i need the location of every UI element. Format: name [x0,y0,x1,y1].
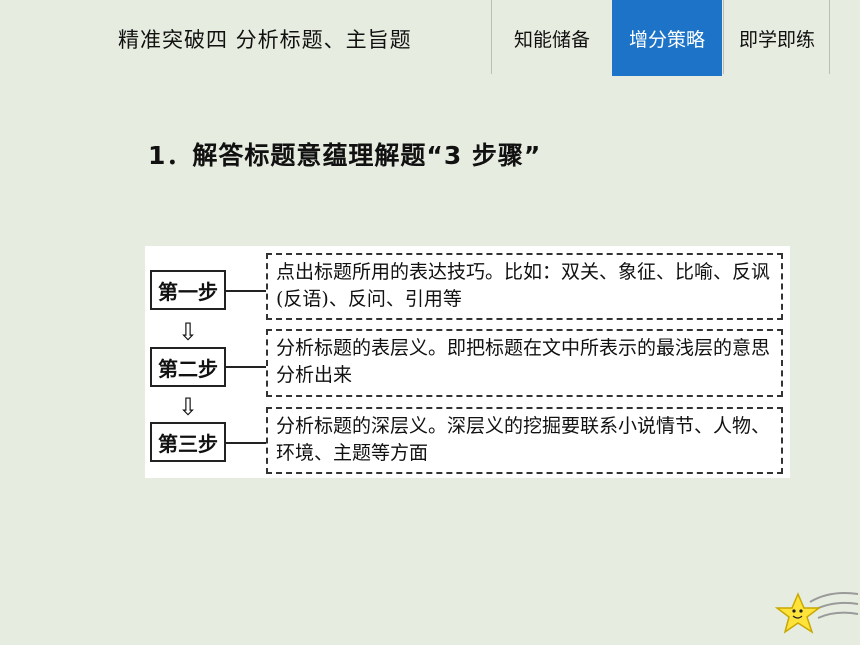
down-arrow-icon: ⇩ [177,393,199,421]
step-1-box: 第一步 [150,270,226,310]
tab-label: 知能储备 [513,28,590,51]
section-heading: 1．解答标题意蕴理解题“3 步骤” [148,141,542,170]
tab-divider [723,0,724,74]
tab-knowledge[interactable]: 知能储备 [492,0,612,76]
connector-line [226,442,266,444]
connector-line [226,290,266,292]
step-3-description: 分析标题的深层义。深层义的挖掘要联系小说情节、人物、环境、主题等方面 [266,407,783,474]
page-title: 精准突破四 分析标题、主旨题 [118,28,412,52]
tab-practice[interactable]: 即学即练 [724,0,830,76]
step-3-box: 第三步 [150,422,226,462]
tab-label: 即学即练 [738,28,815,51]
tab-divider [491,0,492,74]
step-2-box: 第二步 [150,347,226,387]
tab-divider [829,0,830,74]
header: 精准突破四 分析标题、主旨题 知能储备 增分策略 即学即练 [0,0,860,76]
step-1-description: 点出标题所用的表达技巧。比如：双关、象征、比喻、反讽(反语)、反问、引用等 [266,253,783,320]
tab-label: 增分策略 [628,28,705,51]
step-2-description: 分析标题的表层义。即把标题在文中所表示的最浅层的意思分析出来 [266,329,783,397]
connector-line [226,366,266,368]
star-icon [774,592,859,634]
down-arrow-icon: ⇩ [177,318,199,346]
steps-diagram: 第一步 点出标题所用的表达技巧。比如：双关、象征、比喻、反讽(反语)、反问、引用… [145,246,790,478]
tab-strategy[interactable]: 增分策略 [612,0,722,76]
